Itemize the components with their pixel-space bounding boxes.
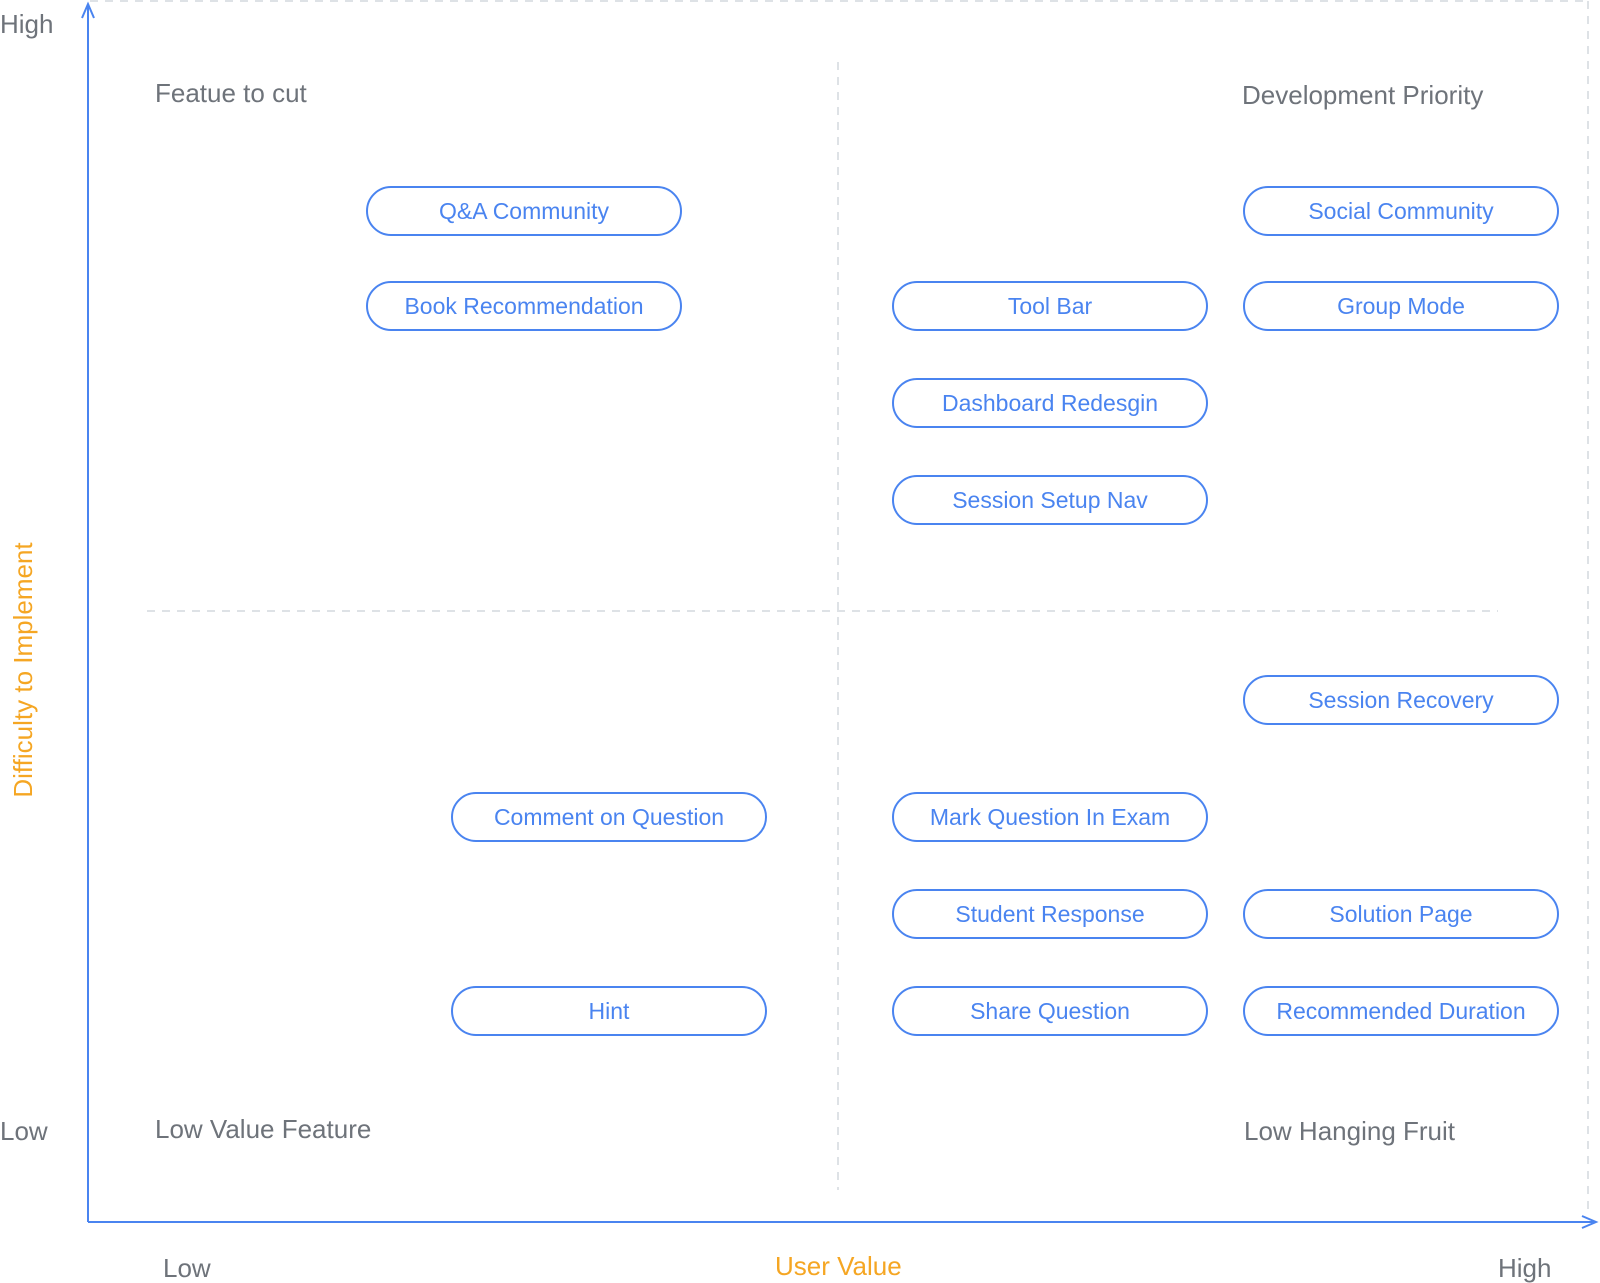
x-axis-high-label: High <box>1498 1253 1552 1283</box>
feature-pill-tool-bar: Tool Bar <box>892 281 1208 331</box>
y-axis-arrowhead <box>81 1 95 19</box>
quadrant-label-bottom-right: Low Hanging Fruit <box>1244 1116 1455 1146</box>
quadrant-label-bottom-left: Low Value Feature <box>155 1114 372 1144</box>
feature-pill-group-mode: Group Mode <box>1243 281 1559 331</box>
feature-pill-dashboard-redesign: Dashboard Redesgin <box>892 378 1208 428</box>
feature-pill-solution-page: Solution Page <box>1243 889 1559 939</box>
feature-pill-comment-on-question: Comment on Question <box>451 792 767 842</box>
feature-pill-hint: Hint <box>451 986 767 1036</box>
feature-pill-session-setup-nav: Session Setup Nav <box>892 475 1208 525</box>
feature-pill-student-response: Student Response <box>892 889 1208 939</box>
x-axis-title: User Value <box>775 1251 902 1281</box>
x-axis-low-label: Low <box>163 1253 211 1283</box>
feature-pill-share-question: Share Question <box>892 986 1208 1036</box>
y-axis-high-label: High <box>0 9 54 39</box>
y-axis-title: Difficulty to Implement <box>8 542 38 798</box>
feature-pill-mark-question-in-exam: Mark Question In Exam <box>892 792 1208 842</box>
quadrant-label-top-right: Development Priority <box>1242 80 1484 110</box>
feature-pill-social-community: Social Community <box>1243 186 1559 236</box>
x-axis-arrowhead <box>1581 1215 1599 1229</box>
feature-pill-book-recommendation: Book Recommendation <box>366 281 682 331</box>
feature-pill-recommended-duration: Recommended Duration <box>1243 986 1559 1036</box>
y-axis-low-label: Low <box>0 1116 48 1146</box>
quadrant-label-top-left: Featue to cut <box>155 78 307 108</box>
feature-pill-qa-community: Q&A Community <box>366 186 682 236</box>
feature-pill-session-recovery: Session Recovery <box>1243 675 1559 725</box>
